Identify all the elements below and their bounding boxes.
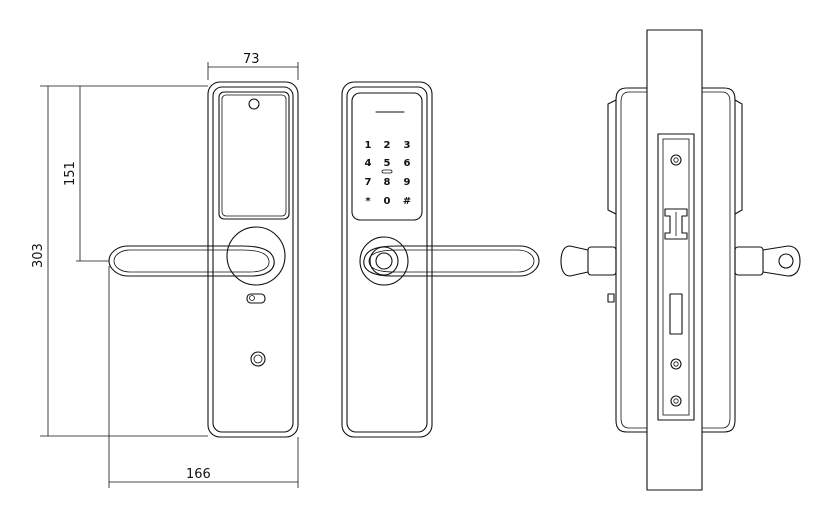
faceplate-screw-mid-inner	[673, 361, 679, 367]
back-view	[108, 81, 299, 438]
faceplate-screw-bottom	[670, 395, 682, 407]
back-lever	[108, 245, 275, 277]
dimension-lines	[40, 62, 299, 488]
fingerprint-reader	[375, 252, 393, 270]
fingerprint-reader-outer	[369, 246, 399, 276]
back-cover-bulge	[734, 99, 743, 215]
front-rose-side	[587, 246, 617, 276]
key-1[interactable]: 1	[365, 140, 372, 151]
cover-screw	[248, 98, 260, 110]
latch-bolt	[664, 208, 688, 240]
key-4[interactable]: 4	[365, 158, 372, 169]
keypad-keys: 1 2 3 4 5 6 7 8 9 * 0 #	[365, 140, 412, 207]
front-plate-outer	[341, 81, 433, 438]
emergency-switch	[246, 293, 266, 304]
battery-cover	[218, 91, 290, 220]
key-5[interactable]: 5	[384, 158, 391, 169]
lower-screw-inner	[253, 354, 263, 364]
dim-166-label: 166	[186, 467, 211, 482]
back-rose	[226, 226, 286, 286]
back-lever-inner	[113, 249, 270, 273]
front-keypad-bulge	[607, 99, 617, 215]
dim-303-label: 303	[31, 243, 46, 268]
back-rose-side	[734, 246, 764, 276]
faceplate-screw-bottom-inner	[673, 398, 679, 404]
faceplate-screw-mid	[670, 358, 682, 370]
dim-151-label: 151	[63, 161, 78, 186]
back-handle-end	[762, 245, 801, 277]
key-6[interactable]: 6	[404, 158, 411, 169]
front-lever	[363, 245, 540, 277]
door-section	[646, 29, 703, 491]
front-plate-inner	[346, 86, 428, 433]
faceplate-screw-top-inner	[673, 157, 679, 163]
back-plate-outer	[207, 81, 299, 438]
back-housing-inner	[702, 91, 731, 429]
key-8[interactable]: 8	[384, 177, 391, 188]
front-lever-inner	[368, 249, 535, 273]
deadbolt-slot	[669, 293, 683, 335]
battery-cover-inner	[221, 94, 287, 217]
front-view: 1 2 3 4 5 6 7 8 9 * 0 #	[341, 81, 540, 438]
switch-knob	[249, 295, 255, 301]
key-3[interactable]: 3	[404, 140, 411, 151]
dimension-labels: 73 303 151 166	[31, 52, 260, 482]
mortise-faceplate	[657, 133, 695, 421]
handle-fingerprint-side	[778, 253, 794, 269]
key-2[interactable]: 2	[384, 140, 391, 151]
front-housing-inner	[620, 91, 647, 429]
back-plate-inner	[212, 86, 294, 433]
keypad-panel	[351, 92, 423, 221]
mortise-faceplate-inner	[662, 138, 690, 416]
side-switch	[607, 293, 615, 303]
side-view	[560, 29, 801, 491]
front-handle-end	[560, 245, 589, 277]
key-7[interactable]: 7	[365, 177, 372, 188]
faceplate-screw-top	[670, 154, 682, 166]
key-0[interactable]: 0	[384, 196, 391, 207]
lower-screw	[250, 351, 266, 367]
front-rose	[359, 236, 409, 286]
dim-73-label: 73	[243, 52, 260, 67]
key-5-bump	[381, 169, 393, 174]
key-9[interactable]: 9	[404, 177, 411, 188]
key-star[interactable]: *	[365, 196, 371, 207]
key-hash[interactable]: #	[403, 196, 411, 207]
